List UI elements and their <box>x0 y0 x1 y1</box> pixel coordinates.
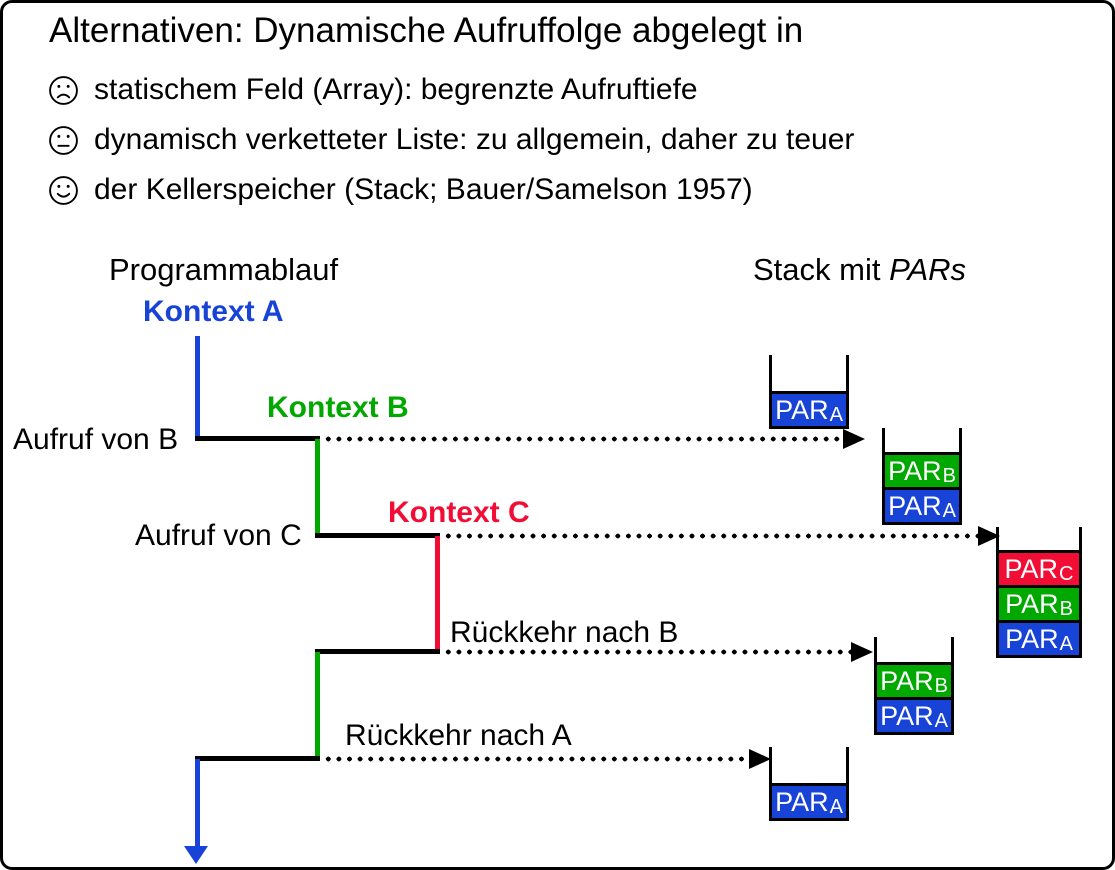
context-a-label: Kontext A <box>143 295 284 328</box>
par-box-label: PAR <box>1005 588 1059 619</box>
flow-exit-arrowhead-icon <box>184 846 208 864</box>
bullet-linked-list: dynamisch verketteter Liste: zu allgemei… <box>48 119 854 161</box>
flow-step-return-a <box>195 756 320 761</box>
context-b-label: Kontext B <box>267 391 409 424</box>
dotted-arrowhead-call-c-icon <box>978 526 1000 546</box>
bullet-stack-label: der Kellerspeicher (Stack; Bauer/Samelso… <box>94 173 753 206</box>
par-box-label: PAR <box>775 786 829 817</box>
neutral-face-icon <box>49 125 78 155</box>
bullet-linked-list-label: dynamisch verketteter Liste: zu allgemei… <box>94 123 855 156</box>
dotted-arrow-return-b <box>443 649 851 655</box>
event-call-b-label: Aufruf von B <box>13 423 179 456</box>
bullet-array: statischem Feld (Array): begrenzte Aufru… <box>48 69 698 111</box>
happy-face-icon <box>49 175 78 205</box>
bullet-stack: der Kellerspeicher (Stack; Bauer/Samelso… <box>48 169 753 211</box>
right-heading-prefix: Stack mit <box>753 252 890 287</box>
dotted-arrow-call-c <box>443 533 978 539</box>
par-box-label: PAR <box>888 490 942 521</box>
dotted-arrowhead-return-b-icon <box>851 642 873 662</box>
flow-line-context-b-upper <box>315 439 320 537</box>
par-box-label: PAR <box>880 665 934 696</box>
event-call-c-label: Aufruf von C <box>135 519 302 552</box>
dotted-arrow-return-a <box>323 756 749 762</box>
par-box-subscript: B <box>942 465 956 487</box>
par-box-label: PAR <box>880 700 934 731</box>
flow-line-context-c <box>435 536 440 651</box>
sad-face-icon <box>49 75 78 105</box>
right-column-heading: Stack mit PARs <box>753 252 966 288</box>
par-box-subscript: A <box>934 710 948 732</box>
dotted-arrow-call-b <box>323 436 843 442</box>
left-column-heading: Programmablauf <box>109 252 339 287</box>
right-heading-italic: PARs <box>889 252 967 287</box>
event-return-a-label: Rückkehr nach A <box>345 719 572 752</box>
dotted-arrowhead-call-b-icon <box>843 429 865 449</box>
flow-step-call-b <box>195 436 320 441</box>
par-box-subscript: A <box>1059 633 1073 655</box>
par-box-subscript: B <box>934 675 948 697</box>
par-box-subscript: B <box>1059 598 1073 620</box>
par-box-subscript: C <box>1059 563 1074 585</box>
context-c-label: Kontext C <box>388 496 530 529</box>
page-title: Alternativen: Dynamische Aufruffolge abg… <box>49 11 804 50</box>
par-box-label: PAR <box>1005 623 1059 654</box>
par-box-label: PAR <box>888 455 942 486</box>
par-box-subscript: A <box>829 796 843 818</box>
flow-step-call-c <box>315 533 440 538</box>
par-box-subscript: A <box>829 404 843 426</box>
flow-line-context-a-exit <box>195 759 200 847</box>
flow-line-context-a <box>195 336 200 441</box>
flow-step-return-b <box>315 649 440 654</box>
event-return-b-label: Rückkehr nach B <box>450 616 679 649</box>
par-box-label: PAR <box>775 394 829 425</box>
flow-line-context-b-lower <box>315 652 320 759</box>
par-box-label: PAR <box>1004 553 1059 584</box>
par-box-subscript: A <box>942 500 956 522</box>
dotted-arrowhead-return-a-icon <box>749 749 771 769</box>
bullet-array-label: statischem Feld (Array): begrenzte Aufru… <box>94 73 698 106</box>
